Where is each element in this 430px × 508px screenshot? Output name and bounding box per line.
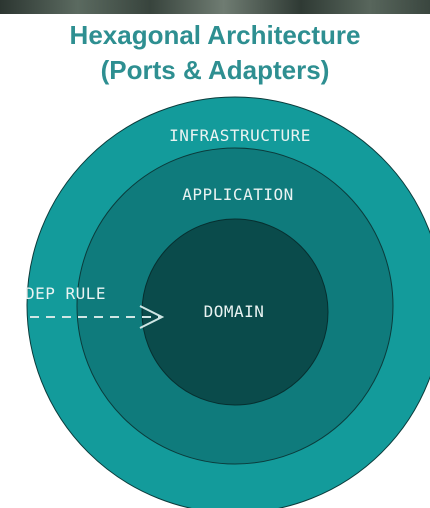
domain-core	[141, 218, 329, 406]
dependency-arrow-head	[139, 305, 165, 329]
application-label: APPLICATION	[182, 185, 293, 204]
infrastructure-label: INFRASTRUCTURE	[169, 126, 311, 145]
domain-label: DOMAIN	[204, 302, 265, 321]
diagram-subtitle: (Ports & Adapters)	[100, 55, 330, 85]
dependency-rule-label: DEP RULE	[25, 284, 106, 303]
header-image-strip	[0, 0, 430, 14]
diagram-title: Hexagonal Architecture	[69, 20, 361, 50]
